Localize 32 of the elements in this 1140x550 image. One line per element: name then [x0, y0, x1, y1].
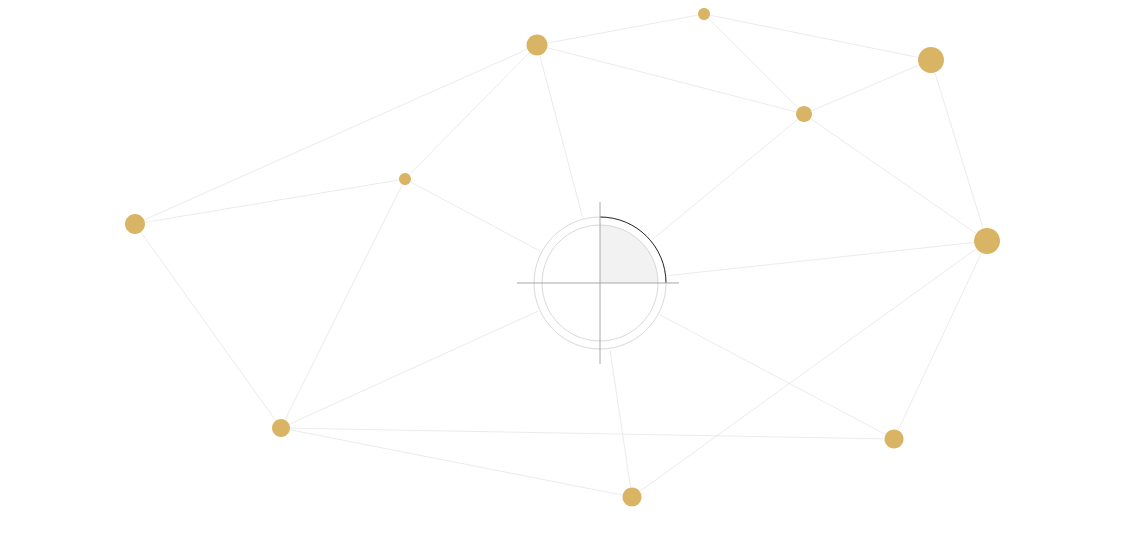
connector-line — [284, 184, 403, 421]
node-dot — [796, 106, 812, 122]
connector-line — [144, 49, 528, 221]
connector-line — [547, 47, 797, 113]
connector-line — [144, 179, 400, 223]
node-dot — [884, 429, 904, 449]
connector-line — [289, 427, 885, 440]
connector-line — [140, 232, 276, 421]
connector-line — [289, 310, 539, 425]
connector-line — [934, 72, 984, 229]
connector-line — [652, 118, 798, 240]
connector-line — [810, 118, 977, 234]
node-dot — [125, 214, 145, 234]
connector-line — [409, 52, 530, 175]
node-dot — [974, 228, 1000, 254]
crosshair-circle — [516, 201, 680, 365]
connector-line — [609, 349, 631, 488]
connector-line — [897, 252, 982, 431]
connector-line — [708, 18, 799, 109]
connector-line — [639, 248, 977, 492]
connector-line — [709, 14, 919, 58]
connector-line — [289, 429, 623, 496]
connector-line — [667, 242, 975, 276]
connector-line — [539, 55, 583, 218]
connector-line — [410, 181, 541, 252]
node-dot — [272, 419, 290, 437]
node-dot — [918, 47, 944, 73]
connector-line — [659, 314, 886, 435]
connector-line — [547, 14, 699, 44]
node-dot — [622, 487, 642, 507]
node-dot — [526, 34, 548, 56]
connector-line — [811, 64, 920, 112]
